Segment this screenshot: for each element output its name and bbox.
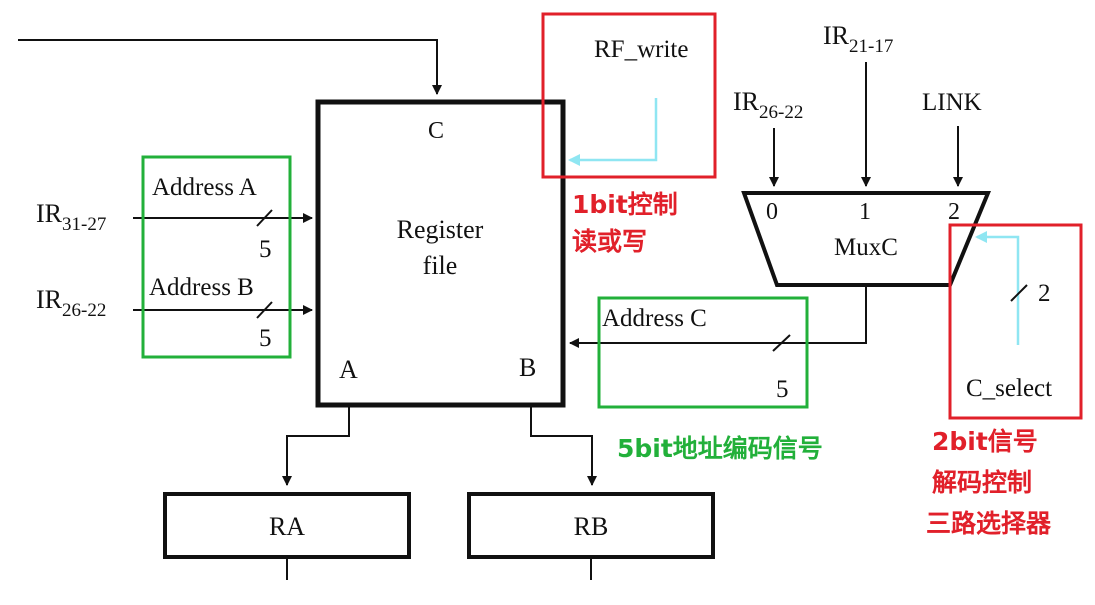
address-a-slash	[256, 209, 273, 227]
address-ab-highlight-box	[141, 155, 292, 359]
port-b-label: B	[519, 353, 536, 382]
address-b-slash	[256, 301, 273, 319]
rf-write-note-line2: 读或写	[572, 227, 647, 256]
port-a-label: A	[339, 355, 358, 384]
muxc-in0-source-label: IR26-22	[733, 87, 803, 123]
rf-write-label: RF_write	[594, 36, 688, 63]
ra-label: RA	[269, 512, 305, 541]
c-select-label: C_select	[966, 375, 1052, 402]
address-c-note: 5bit地址编码信号	[617, 434, 823, 463]
muxc-input-0-label: 0	[766, 199, 778, 225]
register-file-title-line1: Register	[397, 215, 484, 244]
address-a-width: 5	[259, 236, 272, 263]
address-c-slash	[772, 334, 791, 352]
c-input-wire	[18, 39, 442, 95]
rb-register-box	[467, 492, 715, 559]
c-select-slash	[1010, 284, 1028, 302]
ir-31-27-label: IR31-27	[36, 199, 106, 235]
c-select-note-line3: 三路选择器	[926, 509, 1052, 538]
c-select-note-line1: 2bit信号	[932, 427, 1038, 456]
link-label: LINK	[922, 89, 982, 116]
ir-26-22-label: IR26-22	[36, 285, 106, 321]
muxc-label: MuxC	[834, 234, 898, 261]
muxc-input-1-label: 1	[859, 199, 871, 225]
address-b-label: Address B	[149, 274, 254, 301]
register-file-title-line2: file	[423, 251, 458, 280]
address-c-highlight-box	[597, 296, 809, 409]
c-select-highlight-box	[948, 223, 1083, 420]
c-select-width: 2	[1038, 280, 1051, 307]
rf-write-control-line	[568, 98, 658, 166]
port-b-output-wire	[530, 405, 597, 486]
rf-write-note-line1: 1bit控制	[572, 190, 678, 219]
rb-label: RB	[574, 512, 609, 541]
muxc-input-2-label: 2	[948, 199, 960, 225]
port-a-output-wire	[282, 405, 350, 486]
address-b-width: 5	[259, 325, 272, 352]
address-a-label: Address A	[152, 174, 257, 201]
port-c-label: C	[428, 118, 444, 144]
muxc-in1-source-label: IR21-17	[823, 21, 893, 57]
c-select-control-line	[975, 231, 1020, 345]
address-c-width: 5	[776, 376, 789, 403]
rf-write-highlight-box	[541, 12, 717, 179]
ra-register-box	[163, 492, 411, 559]
c-select-note-line2: 解码控制	[932, 468, 1032, 497]
address-c-wire	[569, 285, 867, 348]
address-c-label: Address C	[602, 305, 707, 332]
register-file-box	[315, 99, 566, 408]
